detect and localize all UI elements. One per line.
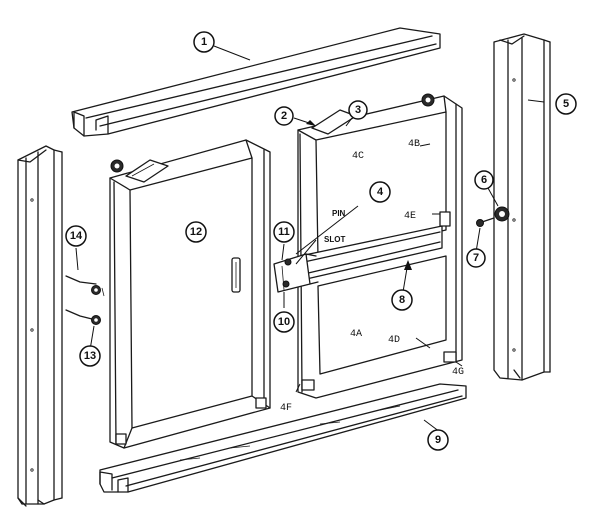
top-track [71,27,441,137]
svg-text:9: 9 [435,434,441,446]
label-4f: 4F [280,403,292,414]
callout-9: 9 [427,429,449,451]
svg-text:12: 12 [190,226,202,238]
callout-10: 10 [273,311,295,333]
callout-11: 11 [273,221,295,243]
label-4d: 4D [388,335,400,346]
bumper-hardware [476,206,510,227]
callout-4: 4 [369,181,391,203]
svg-text:8: 8 [399,294,405,306]
svg-text:7: 7 [473,252,479,264]
left-door-panel [109,139,271,449]
callout-7: 7 [466,248,486,268]
label-slot: SLOT [324,235,345,244]
label-4g: 4G [452,367,464,378]
label-pin: PIN [332,209,346,218]
label-4a: 4A [350,329,362,340]
callout-6: 6 [474,170,494,190]
callout-3: 3 [348,100,368,120]
svg-text:4: 4 [377,186,384,198]
svg-text:2: 2 [281,110,287,122]
callout-13: 13 [79,345,101,367]
svg-text:5: 5 [563,98,569,110]
right-door-panel [297,93,463,399]
bottom-track [99,383,467,493]
svg-text:6: 6 [481,174,487,186]
label-4b: 4B [408,139,420,150]
callout-1: 1 [193,31,215,53]
left-side-jamb [17,145,63,507]
callout-5: 5 [555,93,577,115]
svg-text:11: 11 [278,226,290,238]
jamb-clips [65,275,105,325]
callout-14: 14 [65,225,87,247]
label-4c: 4C [352,151,364,162]
callout-2: 2 [274,106,294,126]
latch-bracket [273,253,319,293]
svg-text:14: 14 [70,230,83,242]
label-4e: 4E [404,211,416,222]
svg-text:1: 1 [201,36,207,48]
svg-text:3: 3 [355,104,361,116]
svg-text:13: 13 [84,350,96,362]
callout-12: 12 [185,221,207,243]
right-side-jamb [493,33,551,381]
callout-8: 8 [391,289,413,311]
svg-text:10: 10 [278,316,290,328]
